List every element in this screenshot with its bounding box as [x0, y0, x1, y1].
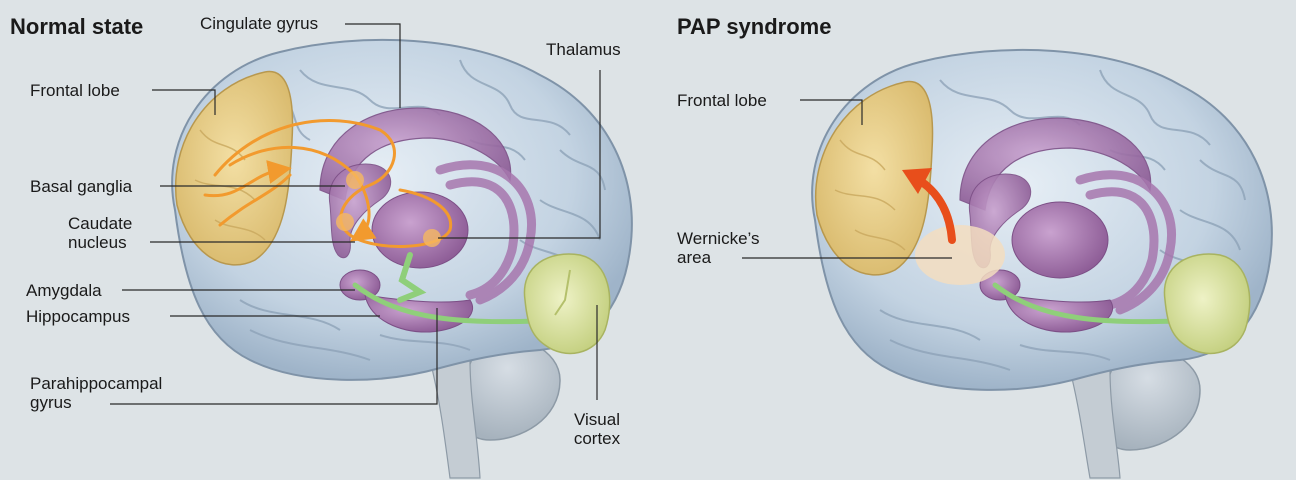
- label-caudate-nucleus: Caudate nucleus: [68, 214, 158, 252]
- thalamus: [372, 192, 468, 268]
- label-wernickes-area: Wernicke’s area: [677, 229, 787, 267]
- wernickes-area: [915, 225, 1005, 285]
- label-visual-cortex: Visual cortex: [562, 410, 632, 448]
- label-frontal-lobe-normal: Frontal lobe: [30, 81, 120, 100]
- pap-brain: [812, 50, 1272, 478]
- label-amygdala: Amygdala: [26, 281, 102, 300]
- label-parahippocampal-gyrus: Parahippocampal gyrus: [30, 374, 180, 412]
- normal-state-title: Normal state: [10, 14, 143, 40]
- frontal-lobe: [176, 72, 293, 265]
- label-hippocampus: Hippocampus: [26, 307, 130, 326]
- label-basal-ganglia: Basal ganglia: [30, 177, 132, 196]
- pap-syndrome-title: PAP syndrome: [677, 14, 831, 40]
- label-frontal-lobe-pap: Frontal lobe: [677, 91, 767, 110]
- label-thalamus: Thalamus: [546, 40, 621, 59]
- label-cingulate-gyrus: Cingulate gyrus: [200, 14, 318, 33]
